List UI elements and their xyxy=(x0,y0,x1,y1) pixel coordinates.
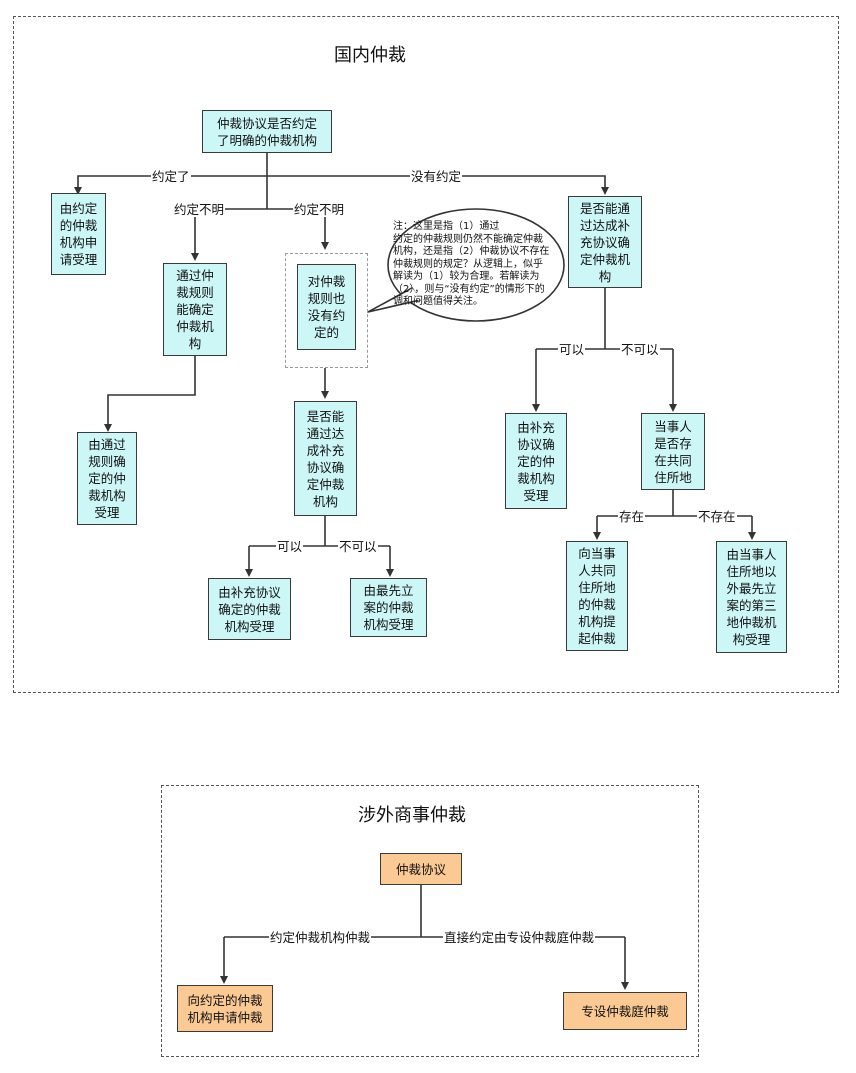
root-question-box: 仲裁协议是否约定 了明确的仲裁机构 xyxy=(202,110,332,153)
note-bubble xyxy=(387,208,565,322)
note-text: 注：这里是指（1）通过 约定的仲裁规则仍然不能确定仲裁 机构，还是指（2）仲裁协… xyxy=(393,221,550,307)
label-can-mid: 可以 xyxy=(276,539,304,554)
no-rule-dashed-frame xyxy=(285,253,368,368)
label-cannot-mid: 不可以 xyxy=(338,539,378,554)
rule-determine-box: 通过仲 裁规则 能确定 仲裁机 构 xyxy=(163,263,227,356)
foreign-arbitration-frame xyxy=(161,785,699,1057)
label-exists: 存在 xyxy=(618,509,646,524)
domestic-title: 国内仲裁 xyxy=(334,45,406,66)
label-cannot-right: 不可以 xyxy=(620,342,660,357)
supplementary-accept-mid: 由补充协议 确定的仲裁 机构受理 xyxy=(208,578,291,640)
label-unclear-right: 约定不明 xyxy=(293,202,346,217)
label-not-exists: 不存在 xyxy=(697,509,737,524)
label-agreed: 约定了 xyxy=(151,169,191,184)
common-domicile-institution: 向当事 人共同 住所地 的仲裁 机构提 起仲裁 xyxy=(566,541,628,651)
label-unclear-left: 约定不明 xyxy=(173,202,226,217)
domestic-arbitration-frame xyxy=(13,16,839,693)
label-not-agreed: 没有约定 xyxy=(410,169,463,184)
foreign-left-box: 向约定的仲裁 机构申请仲裁 xyxy=(177,985,273,1032)
foreign-right-box: 专设仲裁庭仲裁 xyxy=(563,992,687,1030)
label-foreign-right: 直接约定由专设仲裁庭仲裁 xyxy=(443,930,596,945)
common-domicile-question: 当事人 是否存 在共同 住所地 xyxy=(641,413,705,490)
supplementary-accept-right: 由补充 协议确 定的仲 裁机构 受理 xyxy=(505,413,567,509)
label-foreign-left: 约定仲裁机构仲裁 xyxy=(269,930,372,945)
label-can-right: 可以 xyxy=(558,342,586,357)
third-place-institution: 由当事人 住所地以 外最先立 案的第三 地仲裁机 构受理 xyxy=(716,541,787,653)
no-rule-box: 对仲裁 规则也 没有约 定的 xyxy=(297,264,356,350)
supplementary-question-right: 是否能通 过达成补 充协议确 定仲裁机 构 xyxy=(568,196,642,288)
rule-accept-box: 由通过 规则确 定的仲 裁机构 受理 xyxy=(77,432,137,525)
first-case-accept-mid: 由最先立 案的仲裁 机构受理 xyxy=(350,578,427,637)
foreign-root-box: 仲裁协议 xyxy=(380,853,462,885)
foreign-title: 涉外商事仲裁 xyxy=(358,805,466,826)
agreed-institution-box: 由约定 的仲裁 机构申 请受理 xyxy=(51,193,106,275)
supplementary-question-mid: 是否能 通过达 成补充 协议确 定仲裁 机构 xyxy=(294,401,357,516)
